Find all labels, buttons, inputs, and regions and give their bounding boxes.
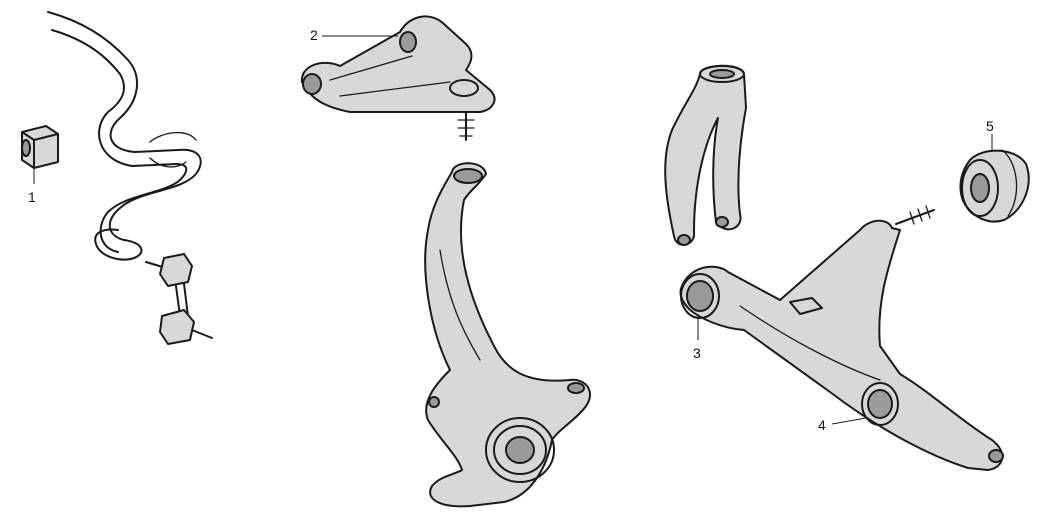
damper-fork: [664, 64, 747, 246]
stabilizer-bushing: [21, 125, 59, 169]
callout-5: 5: [986, 118, 994, 134]
compliance-bushing: [959, 149, 1030, 223]
lower-control-arm: [679, 205, 1004, 471]
callout-4-leader: [831, 417, 867, 425]
callout-2: 2: [310, 27, 318, 43]
upper-control-arm: [300, 15, 496, 141]
callout-3: 3: [693, 345, 701, 361]
stabilizer-bar: [47, 11, 202, 261]
callout-4: 4: [818, 417, 826, 433]
stabilizer-link: [145, 253, 213, 345]
callout-1: 1: [28, 189, 36, 205]
steering-knuckle: [424, 162, 591, 508]
